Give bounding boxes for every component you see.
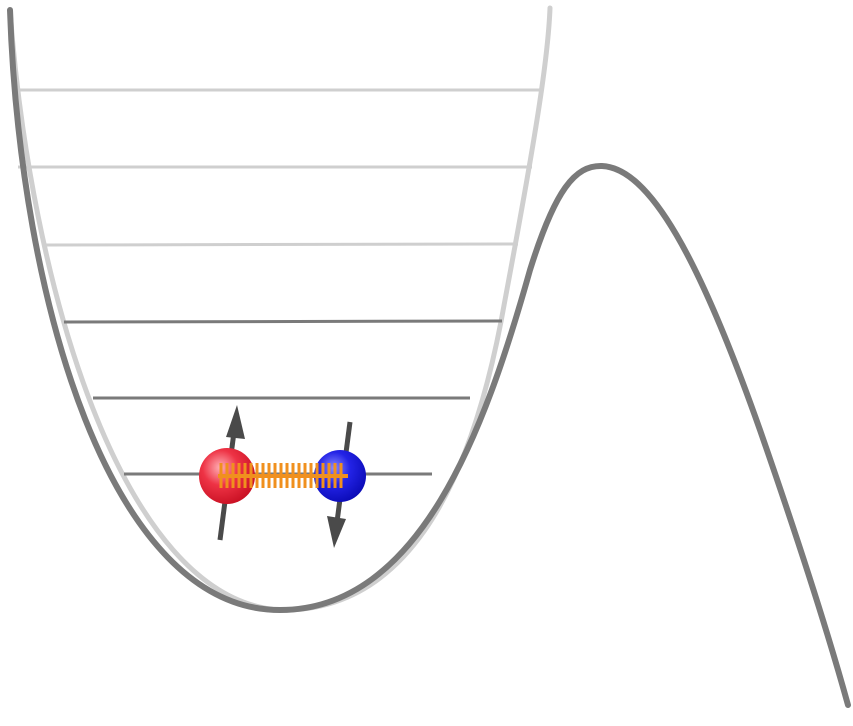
potential-energy-curve — [7, 7, 851, 708]
diatomic-molecule — [199, 405, 366, 548]
harmonic-reference-curve — [7, 5, 553, 613]
bond-spring — [218, 463, 348, 488]
energy-level-3 — [63, 319, 503, 324]
energy-level-4 — [45, 242, 519, 247]
